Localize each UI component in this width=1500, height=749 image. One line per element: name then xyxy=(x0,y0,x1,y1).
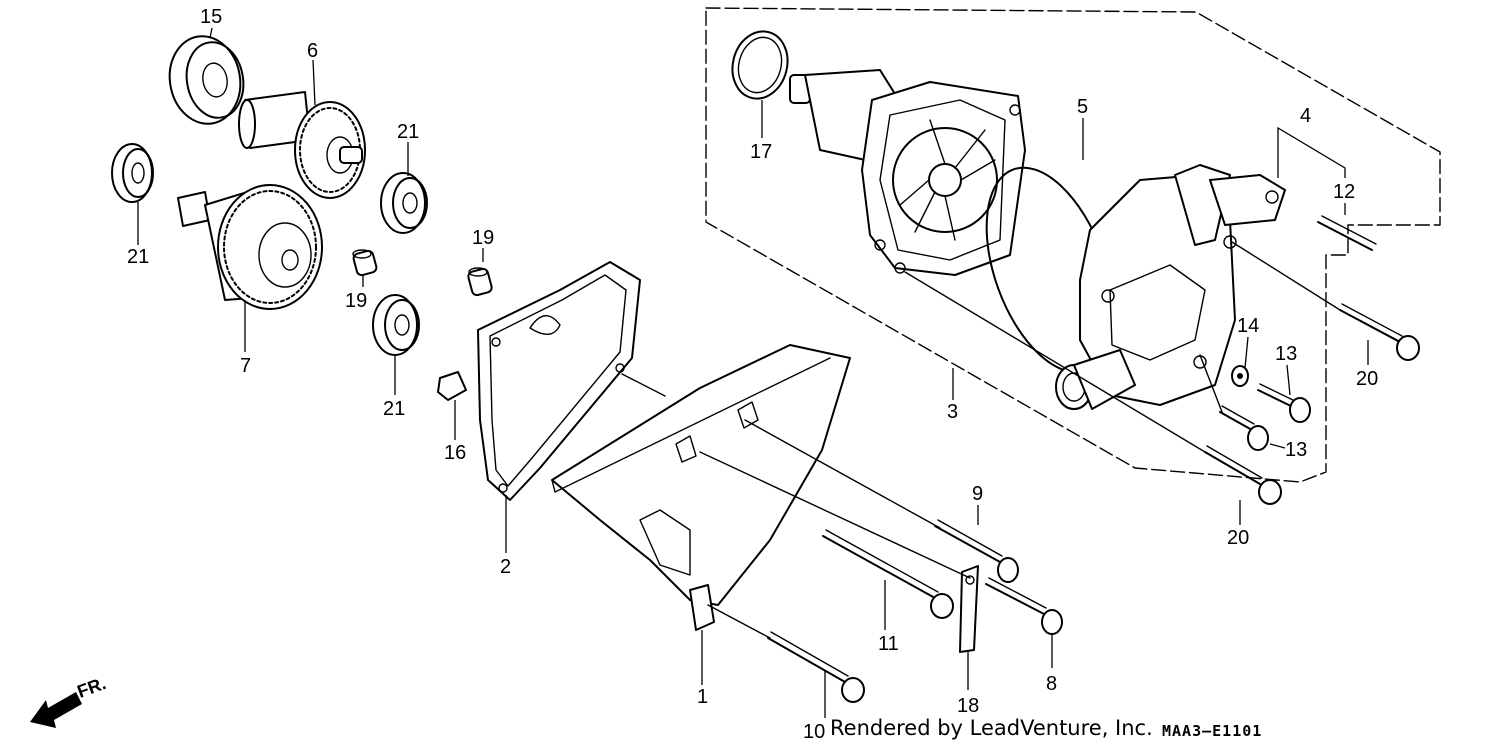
label-13b: 13 xyxy=(1285,439,1307,461)
label-19b: 19 xyxy=(472,227,494,249)
bearing-21c xyxy=(372,294,420,356)
assembly-boundary xyxy=(705,7,1441,483)
label-9: 9 xyxy=(972,483,983,505)
label-13a: 13 xyxy=(1275,343,1297,365)
bearing-15 xyxy=(168,35,245,125)
bearing-21b xyxy=(380,172,428,234)
front-direction-arrow: FR. xyxy=(30,673,109,728)
label-21b: 21 xyxy=(127,246,149,268)
bolt-8 xyxy=(985,577,1063,635)
label-20a: 20 xyxy=(1356,368,1378,390)
label-16: 16 xyxy=(444,442,466,464)
label-1: 1 xyxy=(697,686,708,708)
label-19a: 19 xyxy=(345,290,367,312)
washer-14 xyxy=(1231,365,1249,387)
bolt-9 xyxy=(934,519,1019,583)
label-3: 3 xyxy=(947,401,958,423)
label-20b: 20 xyxy=(1227,527,1249,549)
label-10: 10 xyxy=(803,721,825,743)
label-15: 15 xyxy=(200,6,222,28)
label-18: 18 xyxy=(957,695,979,717)
bolt-10 xyxy=(767,631,865,703)
bolt-13a xyxy=(1257,383,1311,423)
bolt-20b xyxy=(1204,445,1282,505)
bolt-20a xyxy=(1339,303,1420,361)
o-ring-17 xyxy=(731,30,789,100)
label-21c: 21 xyxy=(383,398,405,420)
cover-1 xyxy=(551,344,851,631)
label-5: 5 xyxy=(1077,96,1088,118)
render-credit: Rendered by LeadVenture, Inc. xyxy=(830,716,1153,740)
label-12: 12 xyxy=(1333,181,1355,203)
label-4: 4 xyxy=(1300,105,1311,127)
label-14: 14 xyxy=(1237,315,1259,337)
water-pump-assembly-3 xyxy=(789,69,1026,276)
label-6: 6 xyxy=(307,40,318,62)
part-number-labels: 15 6 21 21 7 19 19 21 16 2 1 17 3 5 4 12… xyxy=(127,6,1378,743)
stud-bolt-12 xyxy=(1317,215,1377,251)
arrow-icon xyxy=(30,692,82,728)
alignment-lines xyxy=(621,241,1341,639)
gasket-2 xyxy=(477,261,641,501)
diagram-code: MAA3–E1101 xyxy=(1162,722,1263,740)
clamp-18 xyxy=(959,565,979,653)
pump-cover-4 xyxy=(1055,164,1286,410)
bolt-13b xyxy=(1219,405,1269,451)
label-8: 8 xyxy=(1046,673,1057,695)
label-17: 17 xyxy=(750,141,772,163)
leader-lines xyxy=(137,27,1369,718)
dowel-19a xyxy=(467,267,493,297)
label-21a: 21 xyxy=(397,121,419,143)
fr-label: FR. xyxy=(75,673,109,702)
bolt-11 xyxy=(822,529,954,619)
gear-assembly-7 xyxy=(177,184,323,310)
cap-16 xyxy=(437,371,467,401)
label-7: 7 xyxy=(240,355,251,377)
label-2: 2 xyxy=(500,556,511,578)
bearing-21a xyxy=(111,143,154,203)
dowel-19b xyxy=(352,249,378,277)
gear-shaft-6 xyxy=(238,91,366,199)
label-11: 11 xyxy=(878,633,899,655)
